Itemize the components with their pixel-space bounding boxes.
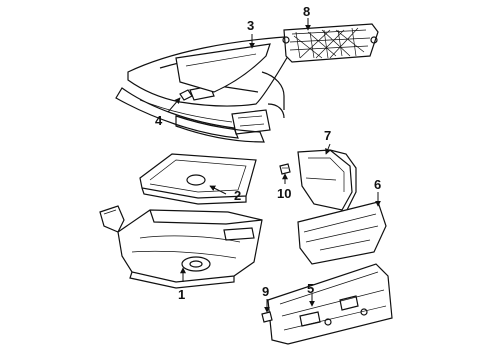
cargo-net <box>282 23 379 63</box>
callout-10: 10 <box>277 186 291 201</box>
leader-2 <box>209 185 227 195</box>
rear-compartment-panel <box>267 263 393 345</box>
panel-clip <box>261 311 273 323</box>
callout-9: 9 <box>262 284 269 299</box>
callout-7: 7 <box>324 128 331 143</box>
leader-7 <box>325 143 331 155</box>
trunk-floor-pan <box>99 205 263 289</box>
callout-1: 1 <box>178 287 185 302</box>
callout-8: 8 <box>303 4 310 19</box>
retainer-clip <box>279 163 291 175</box>
callout-6: 6 <box>374 177 381 192</box>
callout-2: 2 <box>234 188 241 203</box>
callout-5: 5 <box>307 281 314 296</box>
spare-tire-cover <box>139 153 257 205</box>
trunk-fastener <box>179 89 193 101</box>
callout-3: 3 <box>247 18 254 33</box>
callout-4: 4 <box>155 113 163 128</box>
leader-4 <box>167 97 181 113</box>
rear-sill-trim <box>297 201 387 265</box>
rear-trim-panel <box>297 149 357 213</box>
trunk-lid-liner <box>175 43 271 93</box>
